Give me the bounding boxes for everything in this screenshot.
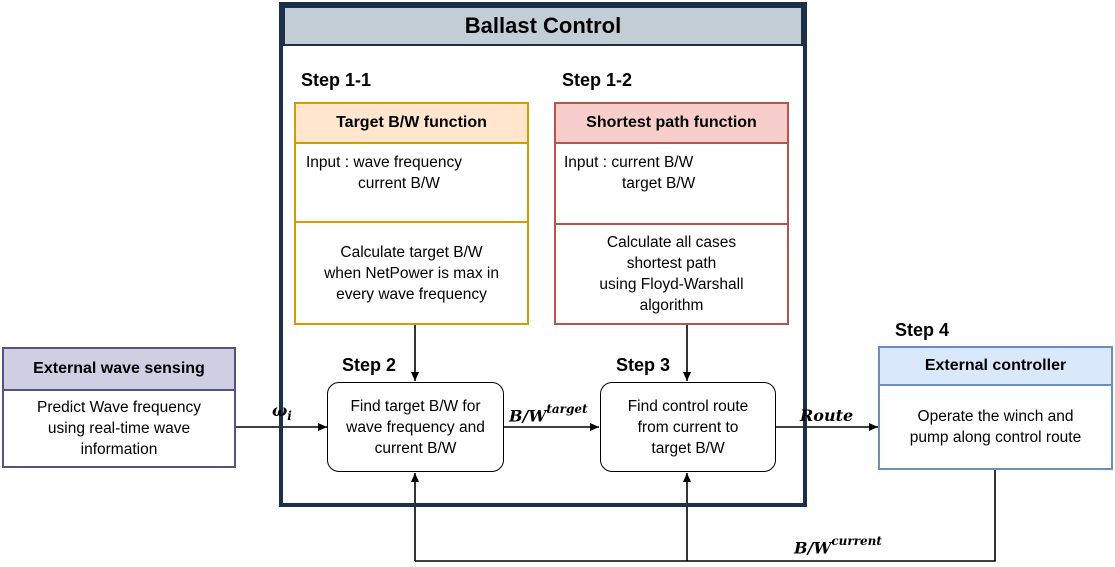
target-bw-function-input: Input : wave frequency current B/W [296, 144, 527, 223]
external-controller-body: Operate the winch and pump along control… [880, 386, 1111, 468]
shortest-path-body-line: shortest path [626, 255, 717, 272]
shortest-path-body-line: algorithm [639, 297, 704, 314]
route-label: Route [800, 406, 854, 425]
controller-body-line: pump along control route [909, 429, 1082, 446]
external-controller-box: External controller Operate the winch an… [878, 346, 1113, 470]
target-bw-input-line-2: current B/W [358, 175, 440, 192]
ballast-control-title: Ballast Control [283, 6, 803, 46]
controller-body-line: Operate the winch and [917, 408, 1074, 425]
target-bw-body-line: Calculate target B/W [340, 243, 483, 261]
shortest-path-function-input: Input : current B/W target B/W [556, 144, 787, 225]
bw-target-label: B/Wtarget [509, 402, 588, 426]
ballast-control-frame [279, 2, 807, 507]
external-controller-header: External controller [880, 348, 1111, 386]
target-bw-body-line: every wave frequency [336, 285, 487, 303]
step2-text-line: wave frequency and [346, 418, 485, 436]
step-4-label: Step 4 [895, 320, 950, 340]
external-wave-sensing-box: External wave sensing Predict Wave frequ… [2, 347, 236, 468]
step-2-label: Step 2 [342, 355, 397, 375]
feedback-current-bw-line [415, 470, 996, 562]
step3-text-line: target B/W [651, 439, 725, 457]
target-bw-function-body: Calculate target B/W when NetPower is ma… [296, 223, 527, 323]
bw-target-base: B/W [509, 406, 547, 426]
step-1-1-label: Step 1-1 [301, 70, 372, 90]
step3-process-box: Find control route from current to targe… [600, 382, 776, 472]
bw-current-base: B/W [794, 538, 832, 558]
shortest-path-body-line: using Floyd-Warshall [599, 276, 744, 293]
wave-sensing-body-line: using real-time wave [47, 420, 191, 437]
bw-target-superscript: target [546, 402, 588, 416]
omega-subscript: i [287, 409, 292, 424]
shortest-path-body-line: Calculate all cases [606, 234, 737, 251]
wave-sensing-body-line: Predict Wave frequency [37, 399, 201, 416]
bw-current-superscript: current [831, 534, 882, 548]
step2-text-line: current B/W [374, 439, 457, 457]
omega-i-label: ωi [272, 401, 292, 423]
target-bw-function-header: Target B/W function [296, 104, 527, 144]
shortest-path-input-line-2: target B/W [622, 175, 696, 192]
step2-process-box: Find target B/W for wave frequency and c… [327, 382, 504, 472]
step3-text-line: Find control route [627, 397, 749, 415]
shortest-path-function-box: Shortest path function Input : current B… [554, 102, 789, 325]
wave-sensing-body-line: information [80, 441, 158, 458]
step2-text-line: Find target B/W for [350, 397, 481, 415]
target-bw-body-line: when NetPower is max in [324, 264, 499, 282]
external-wave-sensing-body: Predict Wave frequency using real-time w… [4, 391, 234, 466]
shortest-path-function-body: Calculate all cases shortest path using … [556, 225, 787, 323]
bw-current-label: B/Wcurrent [794, 534, 882, 558]
shortest-path-function-header: Shortest path function [556, 104, 787, 144]
target-bw-function-box: Target B/W function Input : wave frequen… [294, 102, 529, 325]
step-1-2-label: Step 1-2 [562, 70, 633, 90]
external-wave-sensing-header: External wave sensing [4, 349, 234, 391]
step-3-label: Step 3 [616, 355, 671, 375]
target-bw-input-line-1: Input : wave frequency [306, 154, 462, 171]
step3-text-line: from current to [637, 418, 739, 436]
omega-symbol: ω [272, 401, 288, 420]
shortest-path-input-line-1: Input : current B/W [564, 154, 694, 171]
